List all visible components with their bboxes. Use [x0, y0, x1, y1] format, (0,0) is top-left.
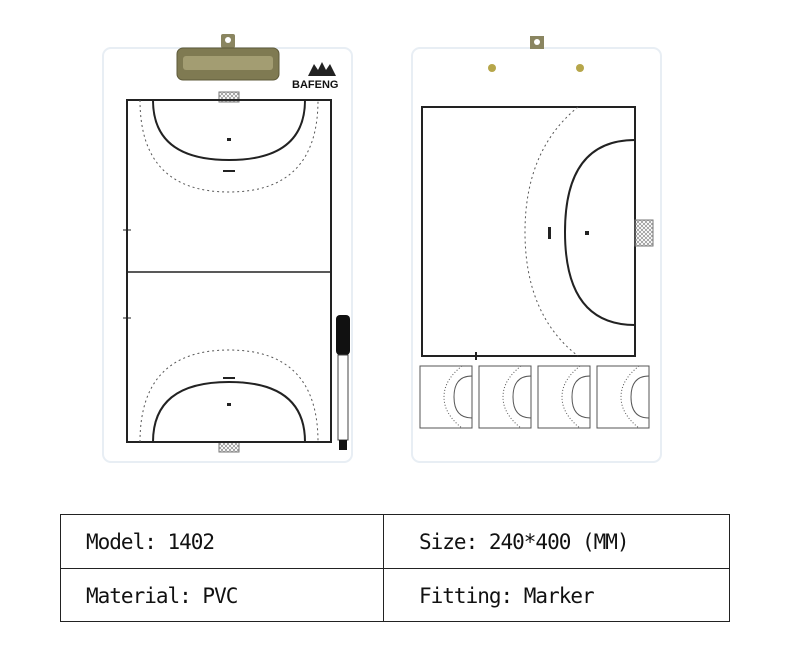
- spec-model: Model: 1402: [86, 530, 215, 554]
- spec-material: Material: PVC: [86, 584, 238, 608]
- product-illustration: [102, 34, 662, 463]
- brand-name: BAFENG: [292, 79, 339, 91]
- mini-courts: [419, 365, 650, 429]
- spec-fitting: Fitting: Marker: [419, 584, 595, 608]
- clip-icon: [176, 34, 280, 81]
- marker-pen-icon: [336, 315, 350, 450]
- clipboard-back: [411, 36, 662, 463]
- clipboard-front: [102, 34, 353, 463]
- bafeng-logo: [308, 62, 336, 76]
- divider: [61, 568, 729, 569]
- spec-size: Size: 240*400 (MM): [419, 530, 630, 554]
- spec-table: Model: 1402 Size: 240*400 (MM) Material:…: [60, 514, 730, 622]
- divider: [383, 515, 384, 621]
